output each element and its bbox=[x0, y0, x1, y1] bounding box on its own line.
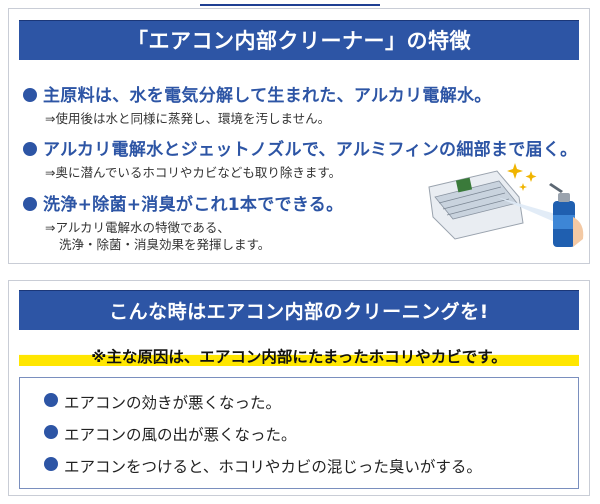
cause-note: ※主な原因は、エアコン内部にたまったホコリやカビです。 bbox=[19, 343, 579, 369]
bullet-icon bbox=[23, 196, 37, 211]
feature-title: 洗浄+除菌+消臭がこれ1本でできる。 bbox=[43, 195, 344, 215]
list-item: エアコンの効きが悪くなった。 bbox=[44, 391, 281, 413]
symptom-list: エアコンの効きが悪くなった。 エアコンの風の出が悪くなった。 エアコンをつけると… bbox=[19, 377, 579, 489]
feature-note-line: ⇒アルカリ電解水の特徴である、 bbox=[45, 220, 230, 235]
list-item: エアコンの風の出が悪くなった。 bbox=[44, 423, 297, 445]
symptom-text: エアコンの効きが悪くなった。 bbox=[64, 394, 282, 412]
feature-title: アルカリ電解水とジェットノズルで、アルミフィンの細部まで届く。 bbox=[43, 140, 578, 160]
feature-item: アルカリ電解水とジェットノズルで、アルミフィンの細部まで届く。 ⇒奥に潜んでいる… bbox=[23, 135, 577, 181]
bullet-icon bbox=[23, 141, 37, 156]
air-conditioner-spray-icon bbox=[428, 163, 584, 247]
feature-note: ⇒アルカリ電解水の特徴である、 洗浄・除菌・消臭効果を発揮します。 bbox=[45, 219, 343, 253]
feature-note: ⇒奥に潜んでいるホコリやカビなども取り除きます。 bbox=[45, 165, 342, 180]
feature-note-line: 洗浄・除菌・消臭効果を発揮します。 bbox=[59, 237, 271, 252]
features-panel: 「エアコン内部クリーナー」の特徴 主原料は、水を電気分解して生まれた、アルカリ電… bbox=[8, 8, 590, 264]
bullet-icon bbox=[44, 393, 58, 407]
feature-item: 洗浄+除菌+消臭がこれ1本でできる。 ⇒アルカリ電解水の特徴である、 洗浄・除菌… bbox=[23, 190, 343, 253]
feature-title: 主原料は、水を電気分解して生まれた、アルカリ電解水。 bbox=[43, 86, 492, 106]
bullet-icon bbox=[44, 457, 58, 471]
symptom-text: エアコンの風の出が悪くなった。 bbox=[64, 426, 297, 444]
symptoms-heading: こんな時はエアコン内部のクリーニングを! bbox=[19, 290, 579, 330]
feature-note: ⇒使用後は水と同様に蒸発し、環境を汚しません。 bbox=[45, 111, 331, 126]
top-accent-line bbox=[200, 4, 380, 6]
symptoms-panel: こんな時はエアコン内部のクリーニングを! ※主な原因は、エアコン内部にたまったホ… bbox=[8, 280, 590, 496]
feature-item: 主原料は、水を電気分解して生まれた、アルカリ電解水。 ⇒使用後は水と同様に蒸発し… bbox=[23, 81, 492, 127]
list-item: エアコンをつけると、ホコリやカビの混じった臭いがする。 bbox=[44, 455, 482, 477]
bullet-icon bbox=[44, 425, 58, 439]
features-heading: 「エアコン内部クリーナー」の特徴 bbox=[19, 20, 579, 60]
bullet-icon bbox=[23, 87, 37, 102]
symptom-text: エアコンをつけると、ホコリやカビの混じった臭いがする。 bbox=[64, 458, 482, 476]
